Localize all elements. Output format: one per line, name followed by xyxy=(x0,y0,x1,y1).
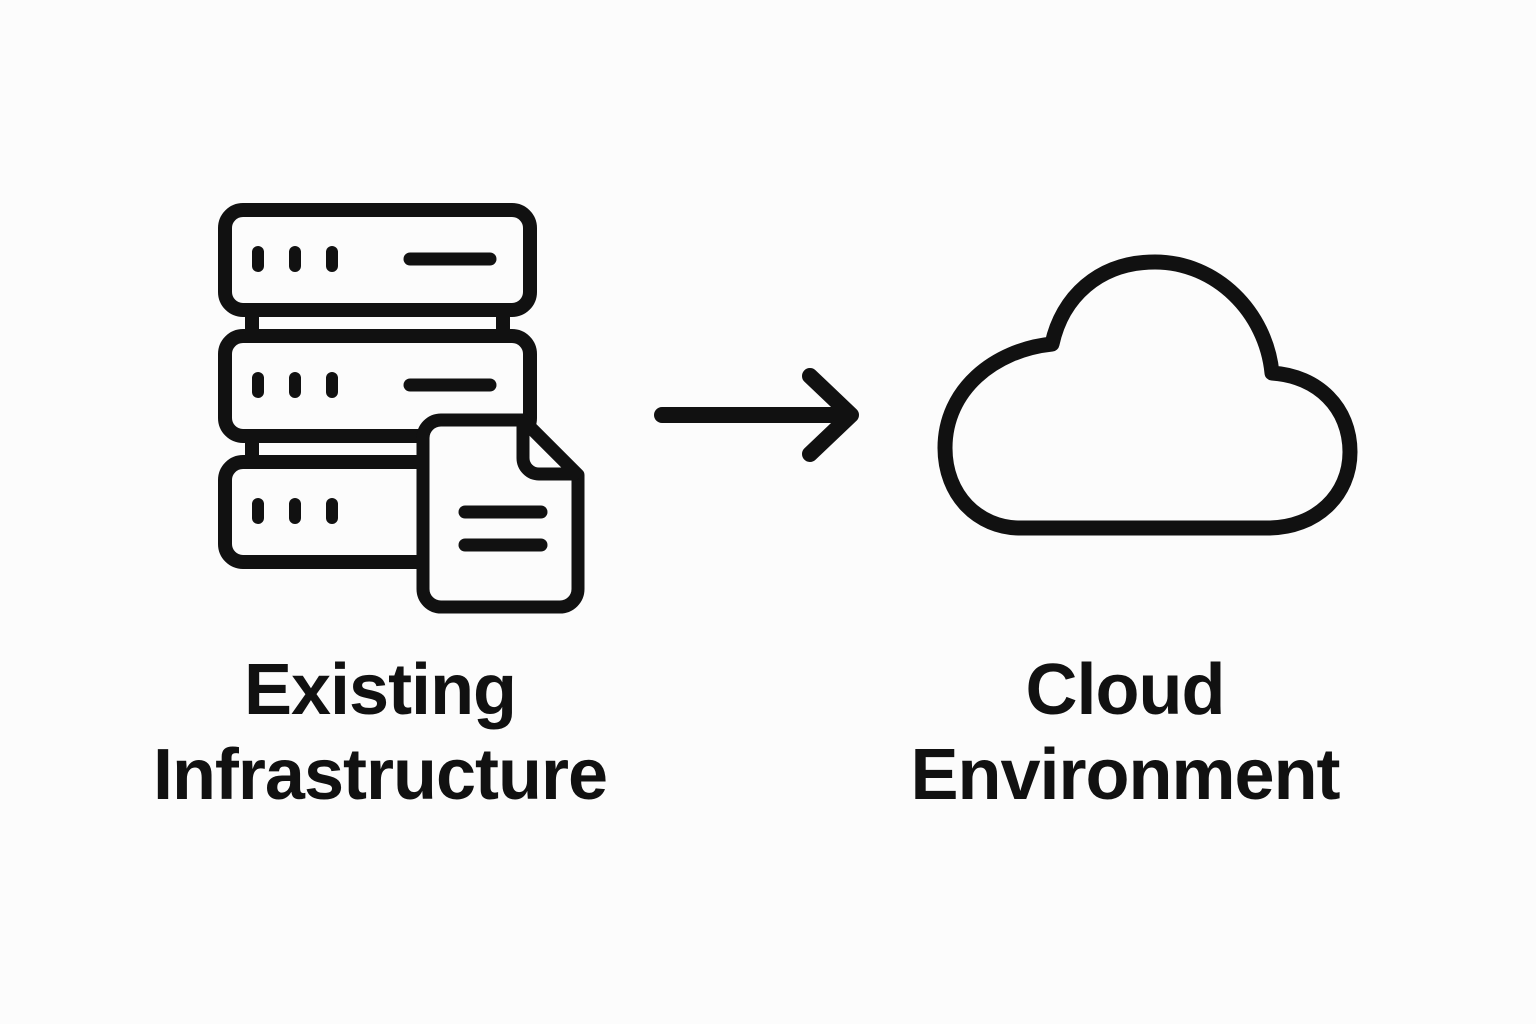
target-label-line1: Cloud xyxy=(1025,650,1226,730)
cloud-icon xyxy=(937,254,1358,536)
source-label-line2: Infrastructure xyxy=(152,735,608,815)
source-label: Existing Infrastructure xyxy=(80,648,680,818)
server-row-1 xyxy=(218,203,537,317)
target-label: Cloud Environment xyxy=(825,648,1425,818)
document-icon xyxy=(416,413,585,614)
source-label-line1: Existing xyxy=(243,650,517,730)
server-stack-document-icon xyxy=(218,203,585,614)
server-row-2 xyxy=(218,329,537,443)
target-label-line2: Environment xyxy=(910,735,1340,815)
arrow-right-icon xyxy=(654,368,859,462)
